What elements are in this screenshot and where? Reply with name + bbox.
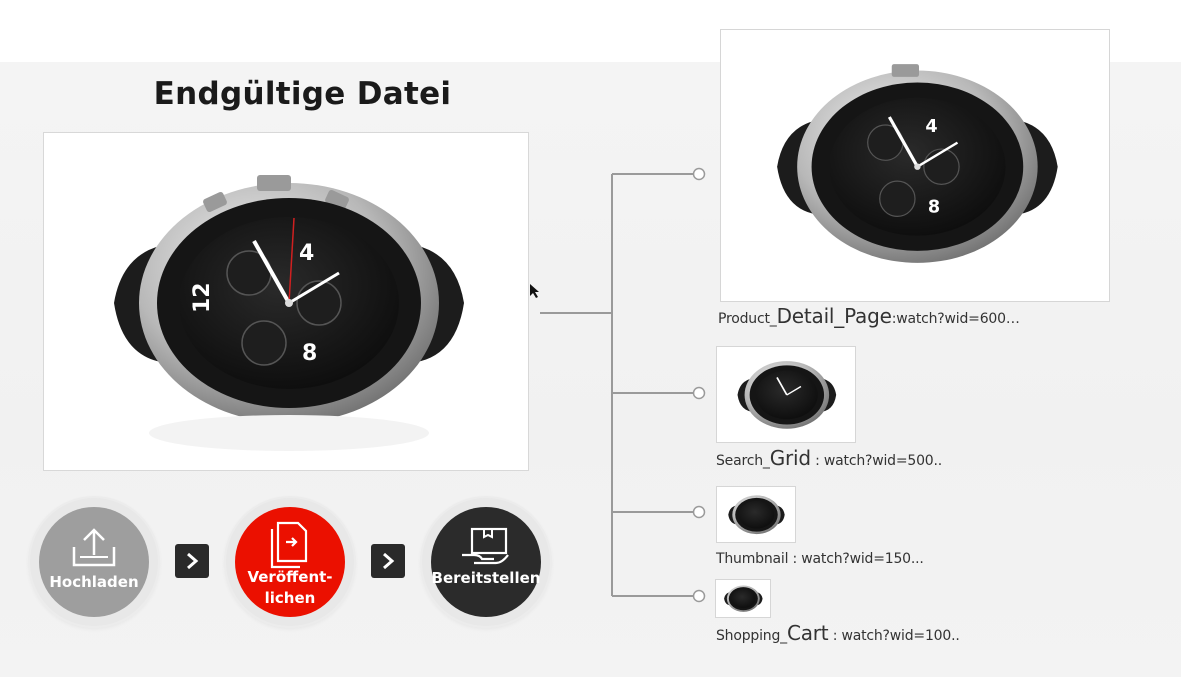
caption-prefix: Shopping_	[716, 628, 787, 644]
rendition-product-detail-caption: Product_Detail_Page:watch?wid=600…	[718, 304, 1020, 328]
caption-url: : watch?wid=150...	[788, 551, 924, 567]
rendition-search-grid-image[interactable]	[716, 346, 856, 443]
caption-preset: Grid	[769, 446, 811, 470]
page-title: Endgültige Datei	[153, 76, 452, 112]
rendition-shopping-cart-image[interactable]	[715, 579, 771, 618]
deliver-label: Bereitstellen	[431, 569, 541, 587]
caption-url: : watch?wid=500..	[810, 453, 943, 469]
caption-preset: Detail_Page	[776, 304, 892, 328]
rendition-shopping-cart-caption: Shopping_Cart : watch?wid=100..	[716, 621, 960, 645]
deliver-circle: Bereitstellen	[431, 507, 541, 617]
deliver-icon	[462, 527, 509, 565]
publish-circle: Veröffent- lichen	[235, 507, 345, 617]
next-arrow-2	[371, 544, 405, 578]
caption-prefix: Product_	[718, 311, 777, 327]
rendition-thumbnail-image[interactable]	[716, 486, 796, 543]
workflow-step-deliver[interactable]: Bereitstellen	[422, 498, 550, 626]
watch-image	[737, 361, 837, 429]
rendition-thumbnail-caption: Thumbnail : watch?wid=150...	[716, 551, 924, 567]
next-arrow-1	[175, 544, 209, 578]
workflow-step-publish[interactable]: Veröffent- lichen	[226, 498, 354, 626]
svg-text:4: 4	[299, 241, 314, 266]
caption-prefix: Thumbnail	[716, 551, 789, 567]
watch-image	[728, 495, 785, 535]
svg-text:12: 12	[190, 282, 215, 313]
mouse-cursor-icon	[530, 284, 539, 298]
publish-label-line2: lichen	[264, 589, 316, 607]
svg-text:4: 4	[925, 117, 937, 137]
chevron-right-icon	[187, 552, 199, 570]
upload-icon	[72, 528, 116, 567]
workflow-step-upload[interactable]: Hochladen	[30, 498, 158, 626]
rendition-search-grid-caption: Search_Grid : watch?wid=500..	[716, 446, 942, 470]
caption-preset: Cart	[786, 621, 829, 645]
watch-image	[724, 585, 763, 612]
final-file-image[interactable]: 12 8 4	[43, 132, 529, 471]
chevron-right-icon	[383, 552, 395, 570]
caption-url: : watch?wid=100..	[828, 628, 960, 644]
rendition-product-detail-image[interactable]: 8 4	[720, 29, 1110, 302]
caption-prefix: Search_	[716, 453, 770, 469]
upload-label: Hochladen	[49, 573, 139, 591]
publish-icon	[270, 521, 308, 569]
watch-image: 12 8 4	[114, 175, 464, 451]
upload-circle: Hochladen	[39, 507, 149, 617]
svg-text:8: 8	[302, 341, 317, 366]
publish-label: Veröffent- lichen	[247, 567, 332, 609]
caption-url: :watch?wid=600…	[891, 311, 1020, 327]
svg-text:8: 8	[928, 197, 940, 217]
publish-label-line1: Veröffent-	[247, 568, 333, 586]
watch-image: 8 4	[777, 64, 1058, 263]
